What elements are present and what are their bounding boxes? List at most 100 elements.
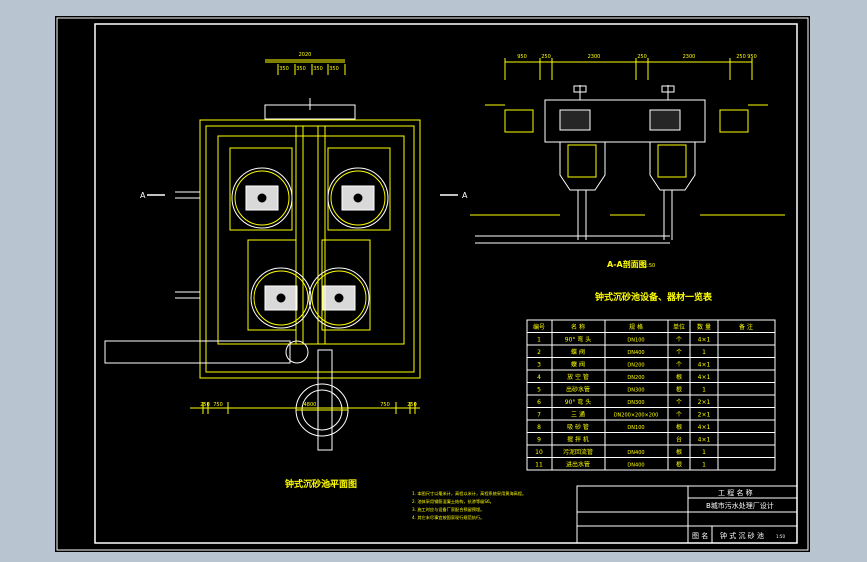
table-header-cell: 备 注	[739, 323, 753, 331]
plan-top-dim: 350	[296, 66, 306, 72]
outer-frame	[56, 17, 809, 551]
table-cell: 4	[537, 374, 541, 381]
table-cell: DN300	[627, 400, 644, 406]
table-cell: 个	[676, 362, 682, 369]
table-cell: DN100	[627, 425, 644, 431]
table-cell: 个	[676, 337, 682, 344]
table-cell: 个	[676, 412, 682, 419]
plan-bottom-dim: 250	[200, 402, 210, 408]
table-cell: 三 通	[571, 411, 585, 419]
table-cell: 根	[676, 386, 682, 394]
plan-top-dim: 350	[313, 66, 323, 72]
table-header-cell: 编号	[533, 323, 545, 331]
title-block	[576, 485, 798, 544]
table-cell: 搅 拌 机	[567, 436, 589, 444]
section-view	[470, 58, 785, 244]
table-cell: 个	[676, 399, 682, 406]
section-top-dim: 250	[637, 54, 647, 60]
table-cell: 进出水管	[566, 461, 590, 469]
note-line: 3. 施工时应与设备厂家配合预留预埋。	[412, 506, 484, 513]
section-top-dim: 2300	[588, 54, 601, 60]
plan-bottom-dim: 4800	[304, 402, 317, 408]
section-title: A-A剖面图	[607, 259, 647, 269]
table-cell: 4×1	[698, 374, 711, 381]
table-cell: 个	[676, 349, 682, 356]
table-cell: DN200×200×200	[614, 413, 659, 419]
table-cell: DN100	[627, 338, 644, 344]
table-cell: 蝶 阀	[571, 361, 585, 369]
table-cell: 7	[537, 412, 541, 419]
drawing-label: 图 名	[692, 531, 708, 540]
table-cell: DN400	[627, 350, 644, 356]
plan-bottom-dim: 250	[407, 402, 417, 408]
table-cell: 3	[537, 362, 541, 369]
table-cell: DN400	[627, 463, 644, 469]
table-cell: 90° 弯 头	[565, 336, 591, 344]
table-cell: 放 空 管	[567, 373, 589, 381]
table-cell: 根	[676, 448, 682, 456]
table-header-cell: 单位	[673, 323, 685, 331]
equipment-table	[526, 319, 776, 471]
project-name: B城市污水处理厂设计	[706, 501, 774, 510]
table-cell: 8	[537, 424, 541, 431]
project-label: 工 程 名 称	[718, 488, 753, 497]
plan-view	[104, 59, 458, 451]
section-top-dim: 950	[747, 54, 757, 60]
plan-title: 钟式沉砂池平面图	[285, 478, 357, 490]
table-cell: 11	[535, 462, 543, 469]
table-cell: DN400	[627, 450, 644, 456]
table-cell: 2×1	[698, 412, 711, 419]
table-cell: 根	[676, 423, 682, 431]
table-header-cell: 数 量	[697, 323, 711, 331]
table-cell: 10	[535, 449, 543, 456]
plan-top-dim: 2020	[299, 52, 312, 58]
table-cell: 污泥回流管	[563, 448, 593, 456]
grit-chamber-1	[231, 167, 293, 229]
grit-chamber-2	[327, 167, 389, 229]
section-marker-right: A	[462, 191, 468, 200]
table-cell: DN300	[627, 388, 644, 394]
table-cell: 2	[537, 349, 541, 356]
table-cell: DN200	[627, 363, 644, 369]
inner-frame	[94, 23, 798, 544]
drawing-sheet	[55, 16, 810, 552]
tank-outer-wall	[199, 119, 421, 379]
table-cell: 蝶 阀	[571, 348, 585, 356]
table-header-cell: 名 称	[571, 323, 585, 331]
table-cell: 台	[676, 436, 682, 444]
section-marker-left: A	[140, 191, 146, 200]
section-top-dim: 950	[517, 54, 527, 60]
drawing-name: 钟 式 沉 砂 池	[720, 531, 764, 540]
grit-chamber-4	[308, 267, 370, 329]
plan-top-dim: 350	[279, 66, 289, 72]
plan-bottom-dim: 750	[213, 402, 223, 408]
table-cell: 90° 弯 头	[565, 398, 591, 406]
table-cell: 4×1	[698, 437, 711, 444]
section-top-dim: 250	[541, 54, 551, 60]
table-cell: 4×1	[698, 337, 711, 344]
table-cell: 6	[537, 399, 541, 406]
section-top-dim: 2300	[683, 54, 696, 60]
table-cell: 根	[676, 461, 682, 469]
table-cell: 4×1	[698, 362, 711, 369]
note-line: 1. 本图尺寸以毫米计，高程以米计，高程系统采用黄海高程。	[412, 490, 526, 497]
section-scale: 1:50	[644, 263, 655, 269]
note-line: 4. 其它未尽事宜按国家现行规范执行。	[412, 514, 484, 521]
drawing-scale: 1:50	[776, 534, 785, 539]
table-cell: 1	[702, 387, 706, 394]
plan-top-dim: 350	[329, 66, 339, 72]
table-title: 钟式沉砂池设备、器材一览表	[595, 291, 713, 303]
table-cell: 2×1	[698, 399, 711, 406]
table-cell: 5	[537, 387, 541, 394]
drawing-notes: 1. 本图尺寸以毫米计，高程以米计，高程系统采用黄海高程。2. 池体采用钢筋混凝…	[412, 490, 526, 521]
table-cell: 4×1	[698, 424, 711, 431]
plan-top-dims: 2020 350 350 350 350	[279, 52, 339, 72]
note-line: 2. 池体采用钢筋混凝土结构，抗渗等级S6。	[412, 498, 494, 505]
plan-bottom-dim: 750	[380, 402, 390, 408]
table-cell: 1	[702, 349, 706, 356]
table-cell: DN200	[627, 375, 644, 381]
